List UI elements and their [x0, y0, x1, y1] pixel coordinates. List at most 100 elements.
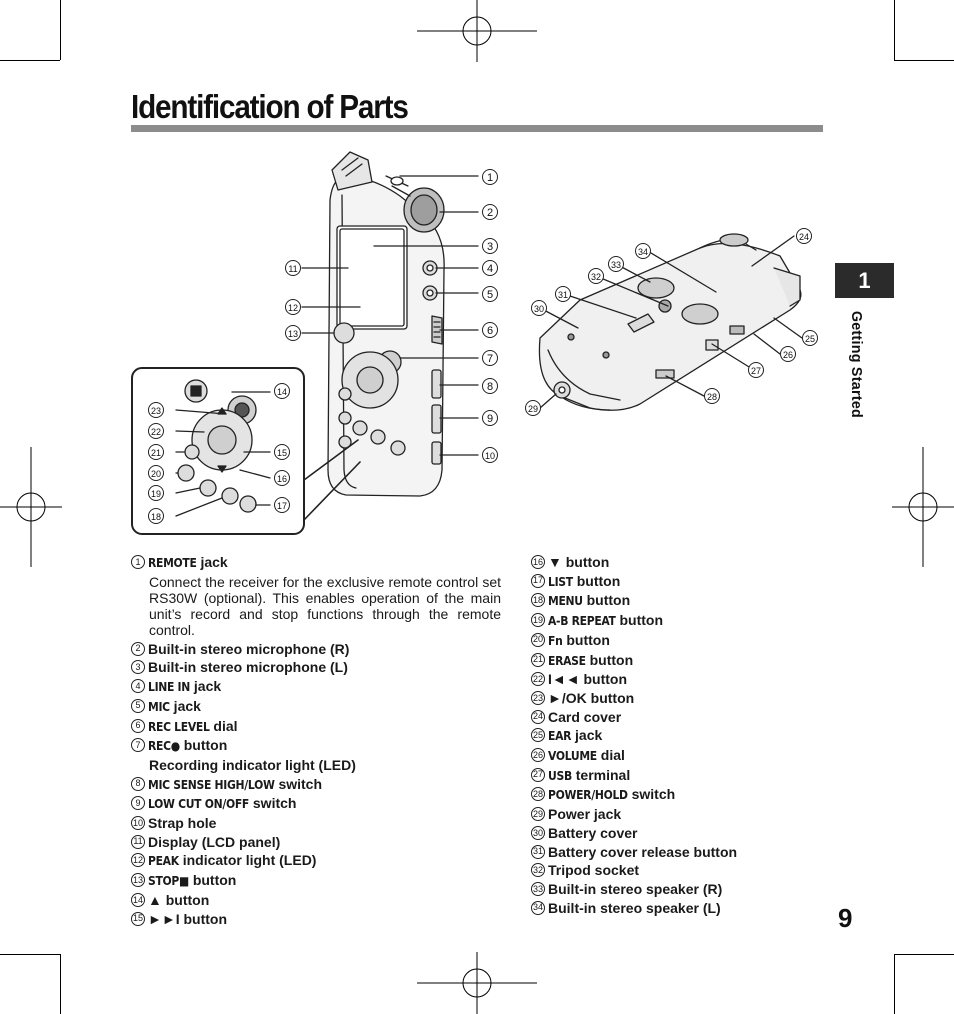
item-number: 31	[531, 844, 545, 859]
item-number: 6	[131, 718, 145, 733]
item-keyword: MIC SENSE HIGH/LOW	[148, 777, 275, 792]
item-text: Power jack	[548, 806, 622, 823]
item-text: Strap hole	[148, 815, 217, 832]
recorder-diagram: 1 2 3 4 5 6 7 8 9 10 11 12 13 14 15 16 1…	[131, 151, 818, 535]
item-number: 32	[531, 863, 545, 878]
callout-number: 28	[707, 392, 717, 402]
callout-number: 2	[487, 207, 493, 219]
callout-number: 3	[487, 241, 493, 253]
callout-5: 5	[482, 286, 498, 302]
item-number: 18	[531, 593, 545, 608]
item-text: ▼ button	[548, 554, 610, 570]
crop-mark	[0, 954, 60, 955]
item-number: 22	[531, 672, 545, 687]
item-number: 2	[131, 641, 145, 656]
list-item: 15►►I button	[131, 910, 501, 929]
item-number: 23	[531, 690, 545, 705]
item-number: 9	[131, 796, 145, 811]
callout-number: 26	[783, 350, 793, 360]
item-number: 12	[131, 853, 145, 868]
item-keyword: EAR	[548, 729, 572, 744]
item-text: jack	[196, 554, 228, 570]
callout-21: 21	[148, 444, 164, 460]
callout-28: 28	[704, 388, 720, 404]
callout-17: 17	[274, 497, 290, 513]
registration-mark-bottom	[417, 952, 537, 1014]
page-title: Identification of Parts	[131, 88, 409, 125]
callout-number: 8	[487, 381, 493, 393]
item-text: button	[615, 612, 664, 629]
callout-number: 14	[277, 387, 287, 397]
callout-29: 29	[525, 400, 541, 416]
callout-number: 1	[487, 172, 493, 184]
crop-mark	[894, 60, 954, 61]
item-text: ▲ button	[148, 891, 210, 908]
callout-31: 31	[555, 286, 571, 302]
callout-16: 16	[274, 470, 290, 486]
callout-number: 13	[288, 329, 298, 339]
crop-mark	[894, 954, 954, 955]
item-number: 20	[531, 632, 545, 647]
list-item: 16▼ button	[531, 553, 737, 572]
item-text: switch	[274, 775, 323, 792]
crop-mark	[894, 954, 895, 1014]
callout-number: 12	[288, 303, 298, 313]
item-number: 28	[531, 787, 545, 802]
callout-10: 10	[482, 447, 498, 463]
callout-number: 32	[591, 272, 601, 282]
item-text: I◄◄ button	[548, 671, 628, 688]
crop-mark	[0, 60, 60, 61]
callout-22: 22	[148, 423, 164, 439]
item-text: Tripod socket	[548, 862, 640, 879]
item-text: button	[585, 651, 634, 668]
item-text: Battery cover release button	[548, 843, 738, 860]
callout-number: 20	[151, 469, 161, 479]
item-text: button	[582, 592, 631, 609]
item-number: 19	[531, 613, 545, 628]
list-item: 23►/OK button	[531, 689, 737, 708]
item-keyword: Fn	[548, 633, 563, 648]
item-text: button	[179, 737, 228, 754]
item-text: Display (LCD panel)	[148, 833, 281, 850]
callout-number: 22	[151, 427, 161, 437]
callout-24: 24	[796, 228, 812, 244]
page-number: 9	[838, 903, 853, 933]
item-keyword: STOP■	[148, 874, 189, 889]
callout-32: 32	[588, 268, 604, 284]
item-number: 14	[131, 892, 145, 907]
callout-number: 5	[487, 289, 493, 301]
speaker-grille-left	[637, 277, 675, 299]
callout-number: 29	[528, 404, 538, 414]
callout-number: 33	[611, 260, 621, 270]
callout-23: 23	[148, 402, 164, 418]
crop-mark	[60, 0, 61, 60]
callout-number: 11	[288, 264, 297, 274]
item-text: Built-in stereo microphone (L)	[148, 659, 348, 676]
callout-8: 8	[482, 378, 498, 394]
callout-25: 25	[802, 330, 818, 346]
callout-number: 7	[487, 353, 493, 365]
item-number: 21	[531, 652, 545, 667]
item-number: 17	[531, 573, 545, 588]
callout-34: 34	[635, 243, 651, 259]
callout-18: 18	[148, 508, 164, 524]
callout-33: 33	[608, 256, 624, 272]
item-keyword: POWER/HOLD	[548, 788, 628, 803]
item-keyword: REC●	[148, 739, 180, 754]
item-label: REMOTE jack	[148, 553, 228, 573]
item-text: indicator light (LED)	[178, 852, 317, 869]
callout-number: 27	[751, 366, 761, 376]
